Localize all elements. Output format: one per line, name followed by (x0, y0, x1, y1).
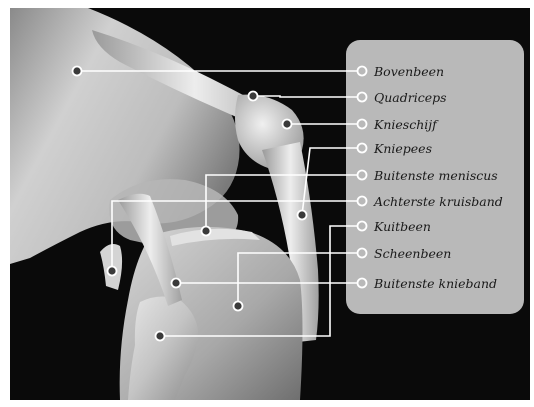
label-dot-knieschijf (358, 120, 367, 129)
label-achterste-kruisband: Achterste kruisband (373, 194, 503, 209)
label-dot-buitenste-meniscus (358, 171, 367, 180)
label-dot-kuitbeen (358, 222, 367, 231)
dot-achterste-kruisband (108, 267, 117, 276)
dot-bovenbeen (73, 67, 82, 76)
label-kuitbeen: Kuitbeen (373, 219, 431, 234)
label-dot-achterste-kruisband (358, 197, 367, 206)
label-dot-kniepees (358, 144, 367, 153)
label-buitenste-meniscus: Buitenste meniscus (373, 168, 498, 183)
label-quadriceps: Quadriceps (374, 90, 447, 105)
label-dot-scheenbeen (358, 249, 367, 258)
label-dot-quadriceps (358, 93, 367, 102)
dot-kniepees (298, 211, 307, 220)
dot-buitenste-meniscus (202, 227, 211, 236)
dot-knieschijf (283, 120, 292, 129)
dot-quadriceps (249, 92, 258, 101)
label-kniepees: Kniepees (373, 141, 432, 156)
label-dots (358, 67, 367, 288)
dot-scheenbeen (234, 302, 243, 311)
label-dot-buitenste-knieband (358, 279, 367, 288)
dot-buitenste-knieband (172, 279, 181, 288)
label-dot-bovenbeen (358, 67, 367, 76)
label-knieschijf: Knieschijf (373, 117, 439, 132)
dot-kuitbeen (156, 332, 165, 341)
label-scheenbeen: Scheenbeen (374, 246, 451, 261)
label-bovenbeen: Bovenbeen (373, 64, 444, 79)
label-buitenste-knieband: Buitenste knieband (373, 276, 497, 291)
